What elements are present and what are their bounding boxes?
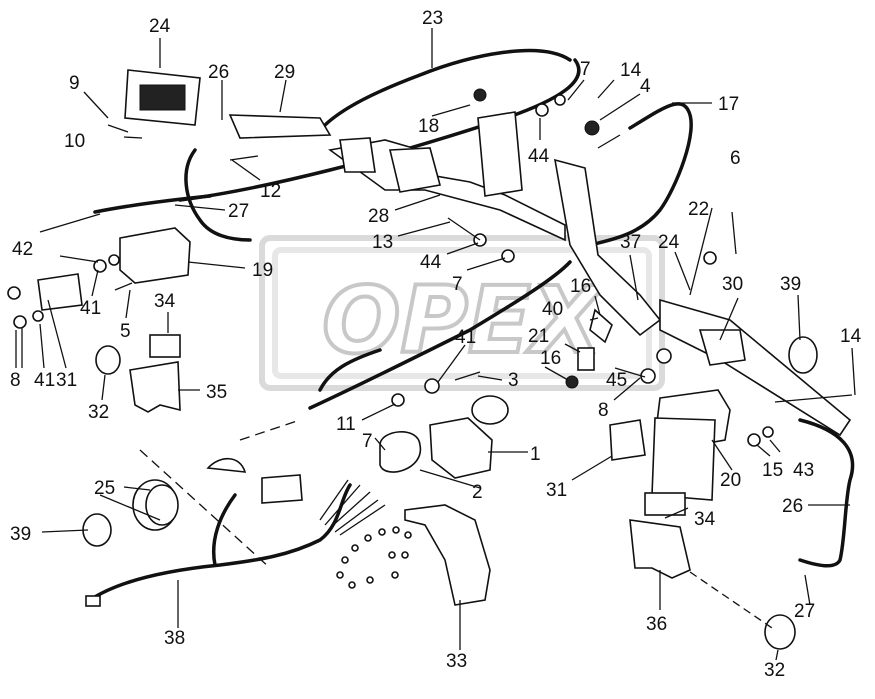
callout-29: 29 <box>274 62 295 83</box>
wiring-harness <box>39 48 855 568</box>
callout-28: 28 <box>368 206 389 227</box>
callout-45: 45 <box>606 370 627 391</box>
callout-32b: 32 <box>764 660 785 681</box>
callout-39b: 39 <box>10 524 31 545</box>
callout-18: 18 <box>418 116 439 137</box>
callout-24b: 24 <box>658 232 680 253</box>
callout-44: 44 <box>528 146 550 167</box>
callout-6: 6 <box>730 148 741 169</box>
callout-2: 2 <box>472 482 483 503</box>
callout-12: 12 <box>260 181 281 202</box>
callout-8: 8 <box>10 370 21 391</box>
callout-43: 43 <box>793 460 814 481</box>
callout-7: 7 <box>580 59 591 80</box>
callout-35: 35 <box>206 382 227 403</box>
callout-42: 42 <box>12 239 33 260</box>
callout-5: 5 <box>120 321 131 342</box>
callout-26b: 26 <box>782 496 803 517</box>
callout-34: 34 <box>154 291 176 312</box>
callout-40: 40 <box>542 299 563 320</box>
callout-10: 10 <box>64 131 85 152</box>
callout-20: 20 <box>720 470 741 491</box>
callout-33: 33 <box>446 651 467 672</box>
callout-32: 32 <box>88 402 109 423</box>
small-parts <box>7 88 853 650</box>
callout-41: 41 <box>80 298 101 319</box>
callout-31: 31 <box>56 370 77 391</box>
callout-23: 23 <box>422 8 443 29</box>
callout-3: 3 <box>508 370 519 391</box>
callout-38: 38 <box>164 628 185 649</box>
leader-lines <box>15 28 856 661</box>
callout-41b: 41 <box>455 327 476 348</box>
callout-14: 14 <box>620 60 642 81</box>
callout-7c: 7 <box>362 431 373 452</box>
watermark-text: OPEX <box>322 267 605 374</box>
callout-44b: 44 <box>420 252 442 273</box>
callout-8b: 8 <box>598 400 609 421</box>
connector-harness <box>85 419 776 631</box>
callout-19: 19 <box>252 260 273 281</box>
callout-14b: 14 <box>840 326 862 347</box>
callout-13: 13 <box>372 232 393 253</box>
callout-21: 21 <box>528 326 549 347</box>
callout-7b: 7 <box>452 274 463 295</box>
callout-39: 39 <box>780 274 801 295</box>
callout-24: 24 <box>149 16 171 37</box>
callout-26: 26 <box>208 62 229 83</box>
callout-labels: 24 23 9 26 29 7 14 4 17 10 18 44 6 12 27… <box>10 8 862 681</box>
callout-31b: 31 <box>546 480 567 501</box>
mounting-brackets <box>228 111 852 437</box>
callout-36: 36 <box>646 614 667 635</box>
callout-25: 25 <box>94 478 115 499</box>
callout-15: 15 <box>762 460 783 481</box>
callout-16: 16 <box>570 276 591 297</box>
callout-27: 27 <box>228 201 249 222</box>
callout-37: 37 <box>620 232 641 253</box>
callout-4: 4 <box>640 76 651 97</box>
callout-9: 9 <box>69 73 80 94</box>
callout-1: 1 <box>530 444 541 465</box>
callout-34b: 34 <box>694 509 716 530</box>
callout-11: 11 <box>336 414 356 435</box>
callout-27b: 27 <box>794 601 815 622</box>
callout-30: 30 <box>722 274 743 295</box>
callout-17: 17 <box>718 94 739 115</box>
watermark: OPEX <box>259 235 665 391</box>
callout-22: 22 <box>688 199 709 220</box>
callout-16b: 16 <box>540 348 561 369</box>
lamp-assemblies <box>119 69 731 531</box>
callout-41c: 41 <box>34 370 55 391</box>
